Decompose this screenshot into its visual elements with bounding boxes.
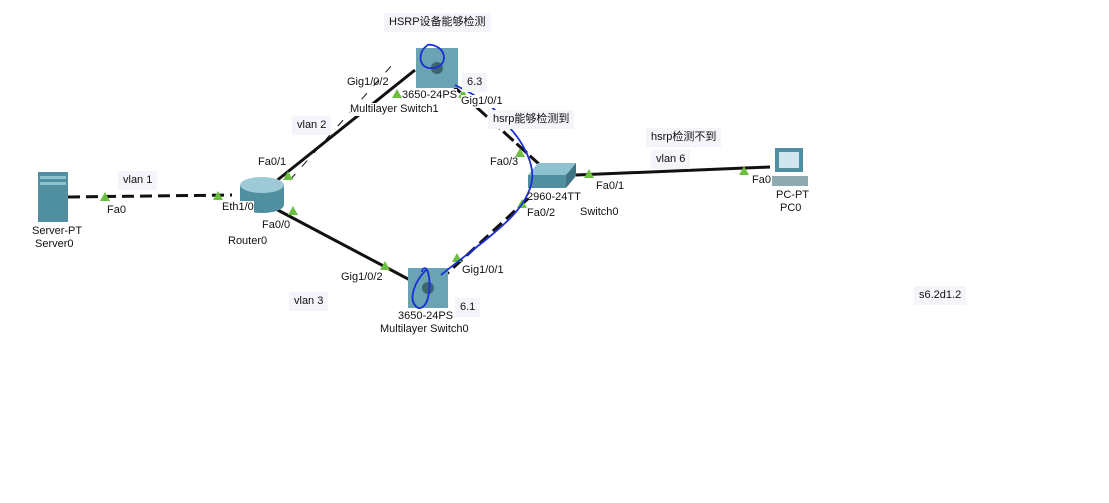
switch-icon[interactable] [528,163,576,188]
server-name: Server0 [35,238,74,250]
server-model: Server-PT [32,225,83,237]
mls0-name: Multilayer Switch0 [380,323,469,335]
note-vlan6[interactable]: vlan 6 [651,150,691,169]
mls0-model: 3650-24PS [398,310,454,322]
mls1-model-label: 3650-24PS [402,89,458,102]
port-pc-fa0: Fa0 [752,174,771,186]
note-6-3[interactable]: 6.3 [462,73,488,92]
port-switch-fa0-1: Fa0/1 [596,180,625,192]
switch-model: 2960-24TT [527,191,581,203]
port-mls1-gig1-0-2: Gig1/0/2 [347,76,389,88]
port-switch-fa0-3: Fa0/3 [490,156,519,168]
pc-icon[interactable] [772,148,808,186]
note-vlan3[interactable]: vlan 3 [289,292,329,311]
port-router-eth1-0: Eth1/0 [222,201,254,214]
pc-name: PC0 [780,202,802,214]
link-mls0-switch[interactable] [438,193,534,282]
dashed-annotation-line [289,64,393,181]
port-mls0-gig1-0-1: Gig1/0/1 [462,264,504,276]
port-mls0-gig1-0-2: Gig1/0/2 [341,271,383,283]
port-router-fa0-1: Fa0/1 [258,156,287,168]
note-hsrp-detect[interactable]: hsrp能够检测到 [488,110,575,129]
port-mls1-gig1-0-1: Gig1/0/1 [461,95,503,108]
note-hsrp-not-detect[interactable]: hsrp检测不到 [646,128,722,147]
note-vlan1[interactable]: vlan 1 [118,171,158,190]
mls1-name: Multilayer Switch1 [350,103,439,116]
link-switch-pc[interactable] [575,165,771,177]
port-indicators [100,89,749,270]
pc-model: PC-PT [776,189,809,201]
link-router-mls1[interactable] [269,68,416,188]
note-6-1[interactable]: 6.1 [455,298,481,317]
port-server-fa0: Fa0 [107,204,126,216]
switch-name: Switch0 [580,206,619,219]
link-server-router[interactable] [67,193,233,199]
note-hsrp-device[interactable]: HSRP设备能够检测 [384,13,491,32]
port-switch-fa0-2: Fa0/2 [527,207,556,220]
note-s6-2d1-2[interactable]: s6.2d1.2 [914,286,967,305]
router-name: Router0 [228,235,268,247]
port-router-fa0-0: Fa0/0 [262,219,291,232]
note-vlan2[interactable]: vlan 2 [292,116,332,135]
server-icon[interactable] [38,172,68,222]
